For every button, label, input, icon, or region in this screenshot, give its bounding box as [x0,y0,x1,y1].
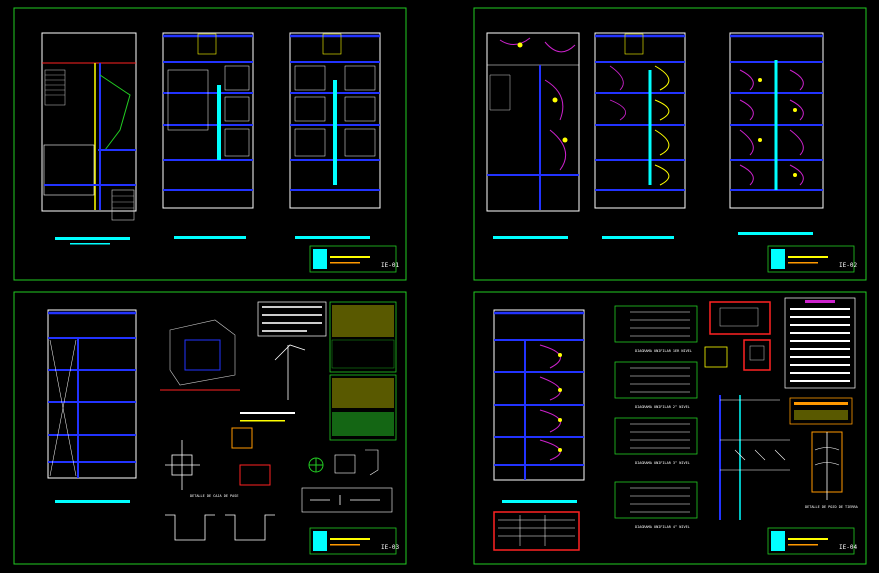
sheet-1-plan-1[interactable] [41,32,137,245]
sheet-4-unifilar-diagrams[interactable]: DIAGRAMA UNIFILAR 1ER NIVEL DIAGRAMA UNI… [614,305,698,529]
sheet-4-code: IE-04 [839,544,857,551]
sheet-2-border [473,7,867,281]
sheet-3-border [13,291,407,565]
unifilar-label-3: DIAGRAMA UNIFILAR 3° NIVEL [635,461,690,465]
sheet-2-plan-1[interactable] [486,32,580,239]
unifilar-label-1: DIAGRAMA UNIFILAR 1ER NIVEL [635,349,692,353]
sheet-4-details[interactable] [704,301,790,520]
unifilar-diagram-1[interactable]: DIAGRAMA UNIFILAR 1ER NIVEL [614,305,698,353]
sheet-3-details[interactable]: DETALLE DE CAJA DE PASE [160,301,397,541]
ground-well-detail[interactable]: DETALLE DE POZO DE TIERRA [805,431,859,509]
unifilar-label-2: DIAGRAMA UNIFILAR 2° NIVEL [635,405,690,409]
sheet-1-title-block[interactable]: IE-01 [309,245,399,273]
sheet-4-plan[interactable] [493,309,585,503]
sheet-4[interactable]: DIAGRAMA UNIFILAR 1ER NIVEL DIAGRAMA UNI… [473,291,867,565]
sheet-3-title-block[interactable]: IE-03 [309,527,399,555]
sheet-3-plan[interactable] [47,309,137,503]
sheet-4-border [473,291,867,565]
sheet-4-load-schedule[interactable] [493,511,580,551]
sheet-1-plan-2[interactable] [162,32,254,239]
sheet-2-title-block[interactable]: IE-02 [767,245,857,273]
sheet-2[interactable]: IE-02 [473,7,867,281]
sheet-3-code: IE-03 [381,544,399,551]
sheet-1-plan-3[interactable] [289,32,381,239]
sheet-1[interactable]: IE-01 [13,7,407,281]
sheet-2-plan-2[interactable] [594,32,686,239]
sheet-3[interactable]: DETALLE DE CAJA DE PASE IE-03 [13,291,407,565]
unifilar-diagram-3[interactable]: DIAGRAMA UNIFILAR 3° NIVEL [614,417,698,465]
sheet-4-legend[interactable] [784,297,856,425]
unifilar-diagram-2[interactable]: DIAGRAMA UNIFILAR 2° NIVEL [614,361,698,409]
sheet-1-code: IE-01 [381,262,399,269]
sheet-3-box-detail[interactable]: DETALLE DE CAJA DE PASE [165,440,238,498]
sheet-2-code: IE-02 [839,262,857,269]
sheet-3-detail-label: DETALLE DE CAJA DE PASE [190,494,238,498]
ground-well-label: DETALLE DE POZO DE TIERRA [805,505,859,509]
unifilar-label-4: DIAGRAMA UNIFILAR 4° NIVEL [635,525,690,529]
sheet-4-title-block[interactable]: IE-04 [767,527,857,555]
unifilar-diagram-4[interactable]: DIAGRAMA UNIFILAR 4° NIVEL [614,481,698,529]
sheet-1-border [13,7,407,281]
sheet-2-plan-3[interactable] [729,32,824,235]
